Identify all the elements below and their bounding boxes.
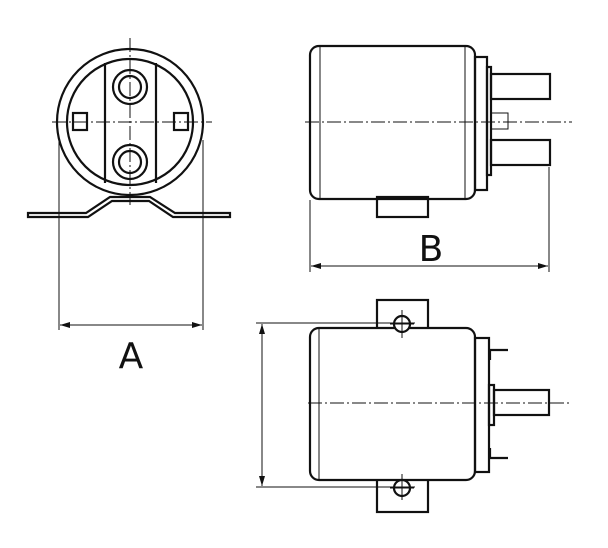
front-view: A xyxy=(26,38,232,377)
dimension-b-label: B xyxy=(419,229,444,270)
mounting-bracket xyxy=(26,195,232,219)
mounting-foot xyxy=(375,195,430,219)
top-view xyxy=(256,298,572,514)
pin-bottom xyxy=(489,138,552,167)
housing-body-top xyxy=(308,326,477,482)
dimension-a-label: A xyxy=(119,336,144,377)
flange-top xyxy=(473,336,491,474)
pin-top xyxy=(489,72,552,101)
side-view: B xyxy=(305,44,572,272)
flange xyxy=(473,55,489,192)
